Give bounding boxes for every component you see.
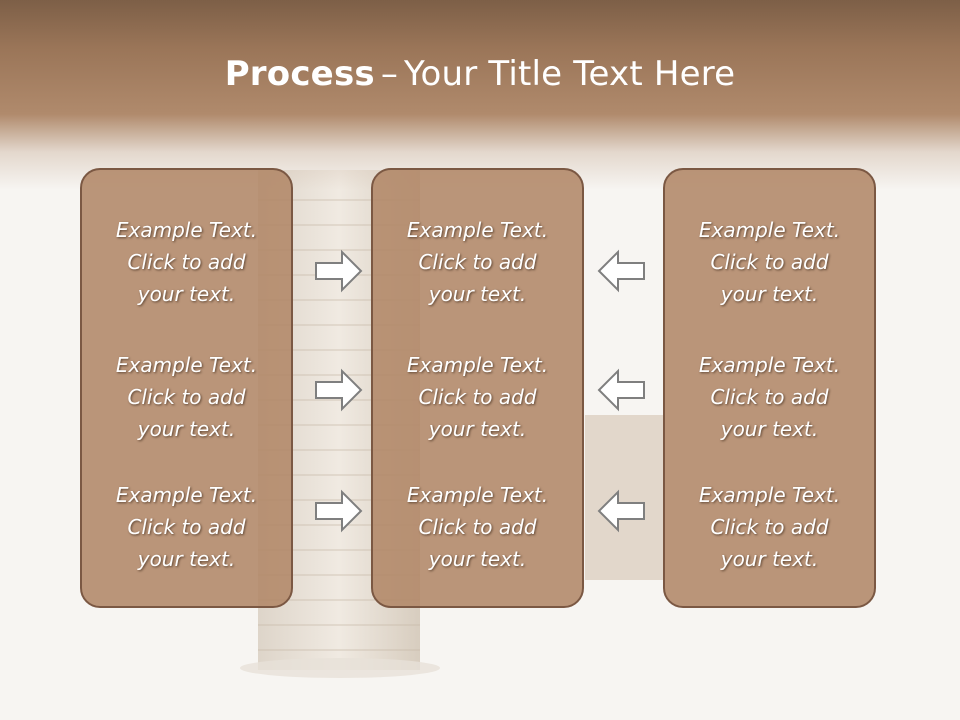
- header-band: [0, 0, 960, 190]
- arrow-right-icon: [315, 249, 363, 293]
- arrow-left-icon: [597, 368, 645, 412]
- text-line: Example Text.: [406, 218, 549, 242]
- center-text-item[interactable]: Example Text. Click to add your text.: [373, 479, 582, 575]
- text-line: your text.: [137, 417, 236, 441]
- text-line: your text.: [720, 547, 819, 571]
- center-text-item[interactable]: Example Text. Click to add your text.: [373, 349, 582, 445]
- title-separator: –: [380, 54, 399, 94]
- text-line: Example Text.: [698, 218, 841, 242]
- text-line: Example Text.: [115, 353, 258, 377]
- title-rest: Your Title Text Here: [404, 54, 736, 94]
- left-text-item[interactable]: Example Text. Click to add your text.: [82, 349, 291, 445]
- text-line: Click to add: [127, 250, 246, 274]
- text-line: Example Text.: [698, 483, 841, 507]
- text-line: your text.: [720, 282, 819, 306]
- arrow-left-icon: [597, 249, 645, 293]
- text-line: Click to add: [710, 385, 829, 409]
- text-line: Click to add: [127, 515, 246, 539]
- right-text-item[interactable]: Example Text. Click to add your text.: [665, 349, 874, 445]
- text-line: Example Text.: [115, 483, 258, 507]
- text-line: Click to add: [418, 250, 537, 274]
- text-line: Example Text.: [115, 218, 258, 242]
- center-text-item[interactable]: Example Text. Click to add your text.: [373, 214, 582, 310]
- arrow-left-icon: [597, 489, 645, 533]
- text-line: Example Text.: [406, 483, 549, 507]
- left-text-item[interactable]: Example Text. Click to add your text.: [82, 479, 291, 575]
- arrow-right-icon: [315, 368, 363, 412]
- text-line: Click to add: [127, 385, 246, 409]
- arrow-right-icon: [315, 489, 363, 533]
- text-line: Example Text.: [406, 353, 549, 377]
- left-text-box[interactable]: Example Text. Click to add your text. Ex…: [80, 168, 293, 608]
- text-line: your text.: [428, 417, 527, 441]
- left-text-item[interactable]: Example Text. Click to add your text.: [82, 214, 291, 310]
- center-text-box[interactable]: Example Text. Click to add your text. Ex…: [371, 168, 584, 608]
- text-line: Click to add: [710, 515, 829, 539]
- right-text-item[interactable]: Example Text. Click to add your text.: [665, 214, 874, 310]
- text-line: Click to add: [710, 250, 829, 274]
- right-text-item[interactable]: Example Text. Click to add your text.: [665, 479, 874, 575]
- text-line: your text.: [137, 547, 236, 571]
- title-bold: Process: [224, 54, 375, 94]
- text-line: your text.: [720, 417, 819, 441]
- text-line: Click to add: [418, 385, 537, 409]
- text-line: your text.: [428, 547, 527, 571]
- text-line: your text.: [137, 282, 236, 306]
- text-line: your text.: [428, 282, 527, 306]
- text-line: Click to add: [418, 515, 537, 539]
- slide-title[interactable]: Process–Your Title Text Here: [0, 52, 960, 96]
- text-line: Example Text.: [698, 353, 841, 377]
- right-text-box[interactable]: Example Text. Click to add your text. Ex…: [663, 168, 876, 608]
